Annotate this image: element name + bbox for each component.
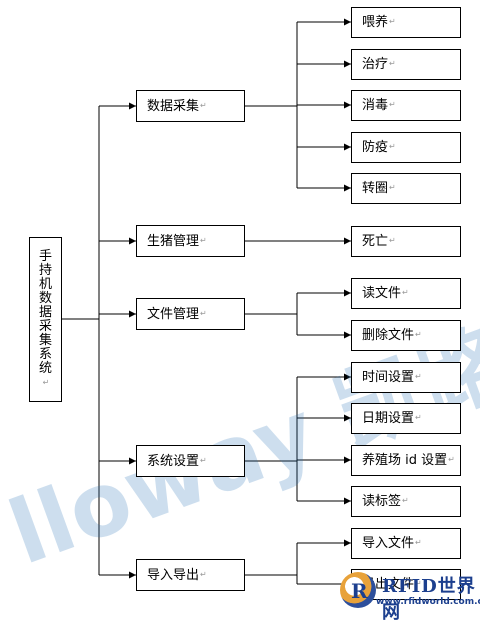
leaf-node-label: 读标签 (362, 493, 402, 509)
arrowhead (129, 237, 136, 245)
return-mark: ↵ (415, 579, 422, 588)
root-char: 据 (38, 304, 52, 320)
arrowhead (344, 18, 351, 26)
arrowhead (344, 539, 351, 547)
category-node: 导入导出↵ (136, 559, 245, 591)
root-char: 手 (38, 248, 52, 264)
return-mark: ↵ (415, 413, 422, 422)
root-char: 集 (38, 332, 52, 348)
leaf-node-label: 喂养 (362, 14, 389, 30)
return-mark: ↵ (389, 59, 396, 68)
leaf-node-label: 治疗 (362, 56, 389, 72)
arrowhead (344, 456, 351, 464)
return-mark: ↵ (415, 330, 422, 339)
root-char: 持 (38, 262, 52, 278)
category-node: 生猪管理↵ (136, 225, 245, 257)
leaf-node: 日期设置↵ (351, 402, 461, 434)
return-mark: ↵ (389, 142, 396, 151)
arrowhead (129, 571, 136, 579)
leaf-node: 养殖场 id 设置↵ (351, 444, 461, 476)
return-mark: ↵ (200, 101, 207, 110)
category-node: 文件管理↵ (136, 298, 245, 330)
return-mark: ↵ (389, 100, 396, 109)
root-node: 手持机数据采集系统↵ (29, 237, 62, 402)
return-mark: ↵ (389, 183, 396, 192)
leaf-node: 导出文件↵ (351, 568, 461, 600)
category-node-label: 数据采集 (147, 98, 200, 114)
leaf-node-label: 时间设置 (362, 369, 415, 385)
category-node-label: 生猪管理 (147, 233, 200, 249)
leaf-node-label: 日期设置 (362, 410, 415, 426)
return-mark: ↵ (402, 288, 409, 297)
return-mark: ↵ (200, 309, 207, 318)
arrowhead (344, 60, 351, 68)
leaf-node: 消毒↵ (351, 89, 461, 121)
leaf-node: 读文件↵ (351, 277, 461, 309)
root-char: 系 (38, 346, 52, 362)
arrowhead (344, 289, 351, 297)
return-mark: ↵ (415, 538, 422, 547)
leaf-node-label: 转圈 (362, 180, 389, 196)
leaf-node: 时间设置↵ (351, 361, 461, 393)
leaf-node-label: 防疫 (362, 139, 389, 155)
leaf-node-label: 删除文件 (362, 327, 415, 343)
arrowhead (344, 184, 351, 192)
return-mark: ↵ (42, 377, 50, 387)
leaf-node: 读标签↵ (351, 485, 461, 517)
leaf-node: 转圈↵ (351, 172, 461, 204)
leaf-node: 导入文件↵ (351, 527, 461, 559)
leaf-node-label: 死亡 (362, 233, 389, 249)
leaf-node-label: 读文件 (362, 285, 402, 301)
category-node-label: 系统设置 (147, 453, 200, 469)
return-mark: ↵ (200, 570, 207, 579)
arrowhead (344, 237, 351, 245)
leaf-node: 防疫↵ (351, 131, 461, 163)
root-char: 统 (38, 360, 52, 376)
leaf-node: 死亡↵ (351, 225, 461, 257)
arrowhead (344, 331, 351, 339)
arrowhead (344, 373, 351, 381)
root-char: 机 (38, 276, 52, 292)
return-mark: ↵ (200, 236, 207, 245)
leaf-node: 治疗↵ (351, 48, 461, 80)
arrowhead (129, 102, 136, 110)
arrowhead (344, 414, 351, 422)
return-mark: ↵ (415, 372, 422, 381)
arrowhead (344, 497, 351, 505)
return-mark: ↵ (389, 236, 396, 245)
arrowhead (129, 457, 136, 465)
leaf-node-label: 消毒 (362, 97, 389, 113)
return-mark: ↵ (389, 17, 396, 26)
leaf-node-label: 导出文件 (362, 576, 415, 592)
leaf-node-label: 养殖场 id 设置 (362, 452, 448, 468)
category-node: 数据采集↵ (136, 90, 245, 122)
category-node: 系统设置↵ (136, 445, 245, 477)
arrowhead (344, 101, 351, 109)
category-node-label: 导入导出 (147, 567, 200, 583)
return-mark: ↵ (200, 456, 207, 465)
arrowhead (344, 143, 351, 151)
arrowhead (129, 310, 136, 318)
root-char: 采 (38, 318, 52, 334)
leaf-node-label: 导入文件 (362, 535, 415, 551)
arrowhead (344, 580, 351, 588)
leaf-node: 喂养↵ (351, 6, 461, 38)
root-char: 数 (38, 290, 52, 306)
return-mark: ↵ (402, 496, 409, 505)
leaf-node: 删除文件↵ (351, 319, 461, 351)
return-mark: ↵ (448, 455, 455, 464)
category-node-label: 文件管理 (147, 306, 200, 322)
